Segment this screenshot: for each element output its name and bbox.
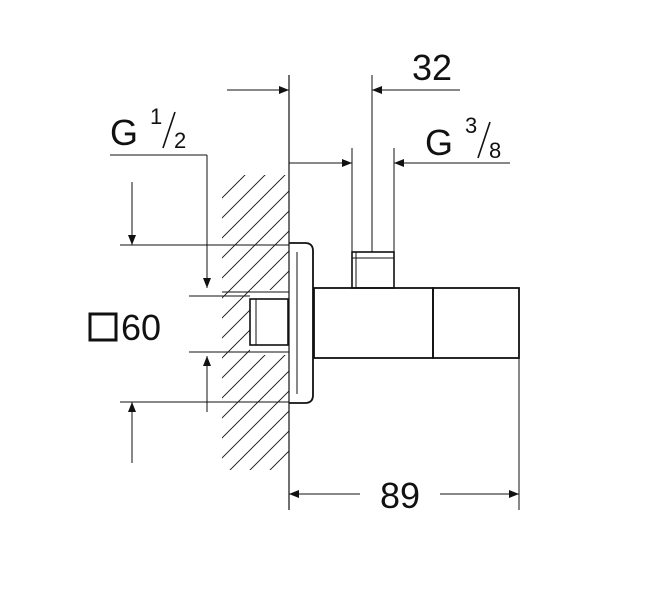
dim-label-32: 32: [412, 47, 452, 88]
valve-handle: [432, 287, 520, 359]
outlet-thread-label: G 3 8: [425, 113, 501, 163]
rosette-size-label: 60: [88, 307, 161, 348]
rosette: [289, 242, 314, 404]
inlet-thread-label: G 1 2: [110, 104, 186, 153]
square-icon: [88, 312, 118, 342]
dim-label-89: 89: [380, 475, 420, 516]
outlet-extension-lines: [351, 75, 395, 252]
inlet-extension-lines: [189, 295, 250, 353]
svg-text:G: G: [425, 122, 453, 163]
inlet-thread-leader: [110, 154, 211, 412]
outlet-connector: [351, 251, 395, 289]
inlet-pipe: [222, 291, 289, 353]
svg-text:60: 60: [121, 307, 161, 348]
svg-text:1: 1: [150, 104, 162, 129]
dimension-60: [120, 182, 289, 463]
svg-text:3: 3: [465, 113, 477, 138]
svg-text:8: 8: [489, 138, 501, 163]
valve-body: [313, 287, 434, 359]
svg-text:G: G: [110, 112, 138, 153]
svg-text:2: 2: [174, 128, 186, 153]
